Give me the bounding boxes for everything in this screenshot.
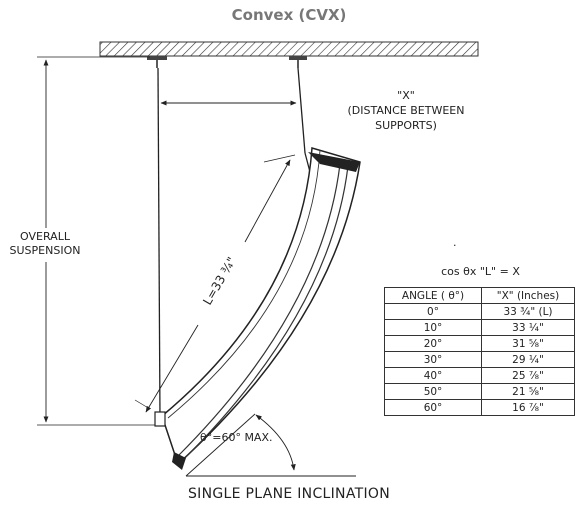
ceiling-bracket-left: [147, 56, 167, 68]
ceiling-hatch: [99, 41, 479, 57]
cell-x: 33 ¹⁄₄": [481, 319, 575, 336]
cell-angle: 40°: [384, 367, 482, 384]
table-row: 50° 21 ⁵⁄₈": [384, 383, 575, 400]
label-length: L=33 ³⁄₄": [200, 255, 239, 308]
cell-x: 25 ⁷⁄₈": [481, 367, 575, 384]
header-angle: ANGLE ( θ°): [384, 287, 482, 304]
ceiling-bracket-right: [289, 56, 307, 68]
header-x-inches: "X" (Inches): [481, 287, 575, 304]
label-dot: .: [453, 236, 457, 249]
cell-angle: 10°: [384, 319, 482, 336]
label-supports: SUPPORTS): [375, 119, 437, 132]
table-row: 30° 29 ¹⁄₄": [384, 351, 575, 368]
table-row: 10° 33 ¹⁄₄": [384, 319, 575, 336]
table-row: 40° 25 ⁷⁄₈": [384, 367, 575, 384]
cell-x: 16 ⁷⁄₈": [481, 399, 575, 416]
label-theta-max: θ°=60° MAX.: [200, 431, 273, 444]
diagram-caption: SINGLE PLANE INCLINATION: [188, 486, 390, 502]
table-header-row: ANGLE ( θ°) "X" (Inches): [384, 287, 575, 304]
angle-indicator: [185, 413, 356, 477]
length-dimension: [134, 154, 296, 413]
label-distance-between: (DISTANCE BETWEEN: [348, 104, 465, 117]
overall-suspension-dimension: [37, 56, 158, 426]
suspension-cable-right: [297, 67, 306, 154]
cosine-formula: cos θx "L" = X: [441, 265, 520, 278]
table-row: 60° 16 ⁷⁄₈": [384, 399, 575, 416]
table-row: 20° 31 ⁵⁄₈": [384, 335, 575, 352]
diagram-title: Convex (CVX): [231, 6, 347, 24]
cell-x: 33 ³⁄₄" (L): [481, 303, 575, 320]
cell-x: 29 ¹⁄₄": [481, 351, 575, 368]
cell-x: 21 ⁵⁄₈": [481, 383, 575, 400]
suspension-cable-left: [157, 67, 161, 421]
cell-angle: 0°: [384, 303, 482, 320]
cell-x: 31 ⁵⁄₈": [481, 335, 575, 352]
cell-angle: 50°: [384, 383, 482, 400]
label-x-quote: "X": [397, 89, 415, 102]
cell-angle: 60°: [384, 399, 482, 416]
label-suspension: SUSPENSION: [10, 244, 81, 257]
cell-angle: 20°: [384, 335, 482, 352]
angle-distance-table: ANGLE ( θ°) "X" (Inches) 0° 33 ³⁄₄" (L) …: [384, 287, 575, 416]
table-row: 0° 33 ³⁄₄" (L): [384, 303, 575, 320]
cell-angle: 30°: [384, 351, 482, 368]
label-overall: OVERALL: [20, 230, 71, 243]
convex-speaker-array: [154, 147, 361, 470]
